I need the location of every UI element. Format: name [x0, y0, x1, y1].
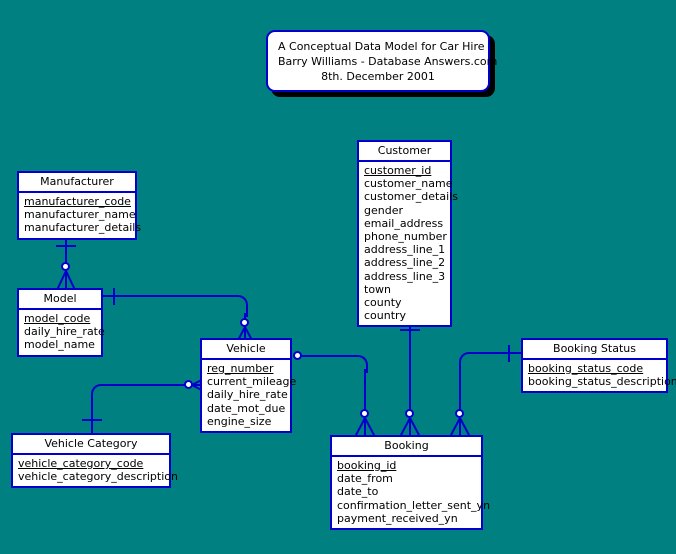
entity-vehicle-name: Vehicle — [202, 340, 290, 360]
attribute-vehicle-date-mot-due: date_mot_due — [207, 401, 286, 415]
attribute-customer-country: country — [364, 309, 407, 323]
attribute-customer-details: customer_details — [364, 190, 458, 204]
connector-model-vehicle-one-tick — [113, 288, 115, 305]
attribute-vehicle-daily-hire-rate: daily_hire_rate — [207, 388, 288, 402]
attribute-vehicle-reg-number: reg_number — [207, 362, 274, 375]
entity-customer-name: Customer — [359, 142, 450, 162]
attribute-customer-name: customer_name — [364, 177, 453, 191]
attribute-customer-id: customer_id — [364, 164, 432, 177]
entity-vehicle-category-name: Vehicle Category — [13, 435, 169, 455]
attribute-customer-address-line-1: address_line_1 — [364, 243, 446, 257]
entity-manufacturer[interactable]: Manufacturer manufacturer_code manufactu… — [17, 171, 142, 240]
attribute-customer-address-line-3: address_line_3 — [364, 269, 446, 283]
entity-model[interactable]: Model model_code daily_hire_rate model_n… — [17, 288, 105, 357]
entity-manufacturer-attributes: manufacturer_code manufacturer_name manu… — [19, 193, 142, 238]
attribute-manufacturer-code: manufacturer_code — [24, 195, 131, 208]
connector-customer-booking-crowsfoot — [400, 418, 420, 436]
entity-vehicle[interactable]: Vehicle reg_number current_mileage daily… — [200, 338, 297, 434]
attribute-vehicle-category-description: vehicle_category_description — [18, 470, 178, 484]
connector-vehicle-booking-hline — [300, 355, 356, 357]
attribute-model-name: model_name — [24, 338, 95, 352]
entity-manufacturer-name: Manufacturer — [19, 173, 135, 193]
entity-booking[interactable]: Booking booking_id date_from date_to con… — [330, 435, 491, 531]
entity-booking-status-attributes: booking_status_code booking_status_descr… — [523, 360, 676, 391]
attribute-customer-county: county — [364, 296, 402, 310]
attribute-booking-confirmation-letter-sent-yn: confirmation_letter_sent_yn — [337, 498, 491, 512]
attribute-manufacturer-details: manufacturer_details — [24, 221, 142, 235]
connector-manufacturer-model-optional-circle — [61, 262, 70, 271]
connector-manufacturer-model-line — [65, 232, 67, 290]
connector-customer-booking-one-tick — [400, 329, 420, 331]
attribute-booking-status-description: booking_status_description — [528, 375, 676, 389]
attribute-customer-email-address: email_address — [364, 216, 444, 230]
attribute-model-code: model_code — [24, 312, 91, 325]
entity-customer-attributes: customer_id customer_name customer_detai… — [359, 162, 458, 325]
attribute-customer-address-line-2: address_line_2 — [364, 256, 446, 270]
connector-vehiclecategory-vehicle-hline — [105, 384, 191, 386]
attribute-customer-gender: gender — [364, 203, 403, 217]
attribute-vehicle-current-mileage: current_mileage — [207, 375, 297, 389]
attribute-booking-date-from: date_from — [337, 472, 393, 486]
entity-booking-status-name: Booking Status — [523, 340, 666, 360]
entity-vehicle-category[interactable]: Vehicle Category vehicle_category_code v… — [11, 433, 178, 489]
entity-booking-attributes: booking_id date_from date_to confirmatio… — [332, 457, 491, 528]
connector-vehiclecategory-vehicle-corner — [91, 384, 109, 402]
entity-vehicle-attributes: reg_number current_mileage daily_hire_ra… — [202, 360, 297, 431]
connector-model-vehicle-hline — [103, 295, 236, 297]
attribute-customer-town: town — [364, 282, 392, 296]
connector-vehicle-booking-crowsfoot — [355, 418, 375, 436]
attribute-vehicle-engine-size: engine_size — [207, 414, 272, 428]
connector-bookingstatus-booking-optional-circle — [455, 409, 464, 418]
attribute-booking-date-to: date_to — [337, 485, 379, 499]
attribute-booking-status-code: booking_status_code — [528, 362, 644, 375]
attribute-vehicle-category-code: vehicle_category_code — [18, 457, 144, 470]
connector-bookingstatus-booking-hline — [473, 352, 525, 354]
connector-customer-booking-vline — [409, 316, 411, 410]
entity-booking-status[interactable]: Booking Status booking_status_code booki… — [521, 338, 676, 394]
connector-bookingstatus-booking-crowsfoot — [450, 418, 470, 436]
connector-vehiclecategory-vehicle-vline — [91, 394, 93, 434]
connector-vehiclecategory-vehicle-one-tick — [82, 419, 102, 421]
connector-vehicle-booking-optional-circle — [360, 409, 369, 418]
connector-manufacturer-model-one-tick — [56, 245, 76, 247]
entity-model-name: Model — [19, 290, 101, 310]
connector-vehiclecategory-vehicle-optional-circle — [184, 380, 193, 389]
entity-booking-name: Booking — [332, 437, 481, 457]
connector-manufacturer-model-crowsfoot — [56, 271, 76, 291]
connector-bookingstatus-booking-corner — [459, 352, 477, 370]
connector-vehicle-booking-source-circle — [293, 351, 302, 360]
connector-bookingstatus-booking-vline — [459, 366, 461, 410]
attribute-booking-id: booking_id — [337, 459, 397, 472]
attribute-booking-payment-received-yn: payment_received_yn — [337, 511, 458, 525]
entity-vehicle-category-attributes: vehicle_category_code vehicle_category_d… — [13, 455, 178, 486]
diagram-title-card: A Conceptual Data Model for Car Hire Bar… — [266, 30, 498, 92]
title-line-2: Barry Williams - Database Answers.com — [278, 55, 498, 68]
entity-customer[interactable]: Customer customer_id customer_name custo… — [357, 140, 458, 328]
title-line-3: 8th. December 2001 — [321, 70, 435, 83]
connector-vehicle-booking-vline — [364, 369, 366, 410]
connector-vehicle-booking-corner — [350, 355, 368, 373]
entity-model-attributes: model_code daily_hire_rate model_name — [19, 310, 105, 355]
connector-customer-booking-optional-circle — [405, 409, 414, 418]
attribute-manufacturer-name: manufacturer_name — [24, 208, 136, 222]
title-line-1: A Conceptual Data Model for Car Hire — [278, 40, 485, 53]
attribute-model-daily-hire-rate: daily_hire_rate — [24, 325, 105, 339]
connector-model-vehicle-corner — [226, 295, 248, 317]
attribute-customer-phone-number: phone_number — [364, 230, 447, 244]
connector-model-vehicle-optional-circle — [240, 318, 249, 327]
connector-bookingstatus-booking-one-tick — [508, 345, 510, 362]
